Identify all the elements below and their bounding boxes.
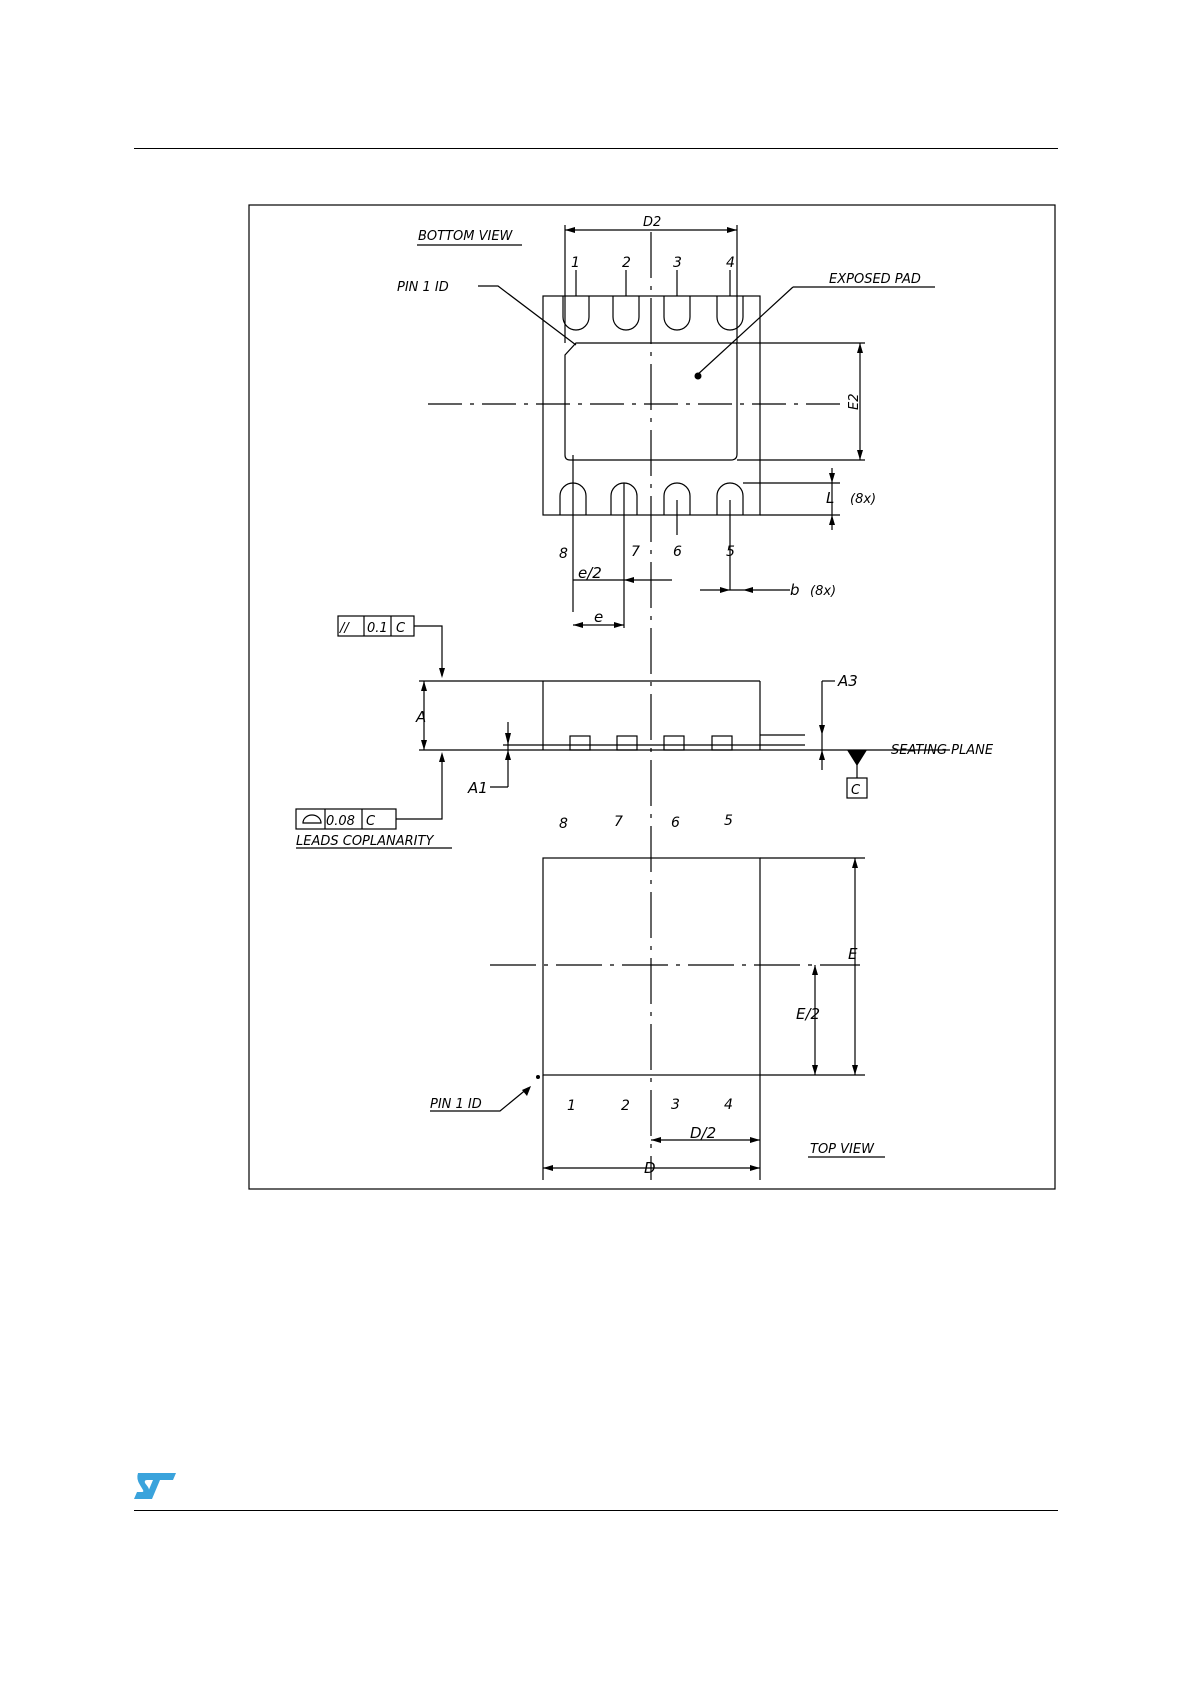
- side-pin-6: 6: [671, 815, 680, 831]
- b-count: (8x): [810, 584, 836, 599]
- side-pin-5: 5: [724, 813, 733, 829]
- l-label: L: [826, 489, 834, 507]
- top-pin-3: 3: [671, 1097, 680, 1113]
- drawing-frame: [249, 205, 1055, 1189]
- e2-label: E2: [847, 394, 862, 411]
- e-pitch-label: e: [594, 608, 603, 626]
- bottom-pin-1: 1: [571, 255, 580, 271]
- e-dimension-label: E: [848, 945, 858, 963]
- top-view-title: TOP VIEW: [810, 1142, 875, 1157]
- pad-1: [563, 296, 589, 330]
- pad-4: [717, 296, 743, 330]
- d-half-label: D/2: [690, 1124, 716, 1142]
- e-half-dimension-label: E/2: [796, 1005, 820, 1023]
- bottom-pin-6: 6: [673, 544, 682, 560]
- top-pin1-id-label: PIN 1 ID: [430, 1097, 482, 1112]
- coplanarity-value: 0.08: [326, 814, 355, 829]
- bottom-pin-5: 5: [726, 544, 735, 560]
- side-pin-8: 8: [559, 816, 568, 832]
- pin1-leader: [478, 286, 576, 345]
- l-count: (8x): [850, 492, 876, 507]
- coplanarity-datum: C: [366, 814, 376, 829]
- pad-3: [664, 296, 690, 330]
- bottom-pin1-id-label: PIN 1 ID: [397, 280, 449, 295]
- top-pin-1: 1: [567, 1098, 576, 1114]
- side-pin-7: 7: [614, 814, 623, 830]
- b-label: b: [790, 581, 800, 599]
- bottom-pin-2: 2: [622, 255, 631, 271]
- leads-coplanarity-label: LEADS COPLANARITY: [296, 834, 434, 849]
- d-label: D: [644, 1159, 656, 1177]
- parallelism-symbol: //: [339, 621, 350, 636]
- top-pin-4: 4: [724, 1097, 733, 1113]
- bottom-view-title: BOTTOM VIEW: [418, 229, 514, 244]
- a1-label: A1: [467, 779, 488, 797]
- bottom-pin-8: 8: [559, 546, 568, 562]
- st-logo: [132, 1471, 180, 1501]
- top-pin-2: 2: [621, 1098, 630, 1114]
- a3-label: A3: [837, 672, 858, 690]
- a-label: A: [415, 708, 426, 726]
- bottom-pin-7: 7: [631, 544, 640, 560]
- parallelism-value: 0.1: [367, 621, 388, 636]
- pad-2: [613, 296, 639, 330]
- bottom-pin-3: 3: [673, 255, 682, 271]
- seating-plane-label: SEATING PLANE: [891, 743, 994, 758]
- datum-c-label: C: [851, 783, 861, 798]
- parallelism-datum: C: [396, 621, 406, 636]
- bottom-pin-4: 4: [726, 255, 735, 271]
- d2-label: D2: [643, 215, 661, 230]
- exposed-pad-label: EXPOSED PAD: [829, 272, 921, 287]
- e-half-label: e/2: [578, 564, 602, 582]
